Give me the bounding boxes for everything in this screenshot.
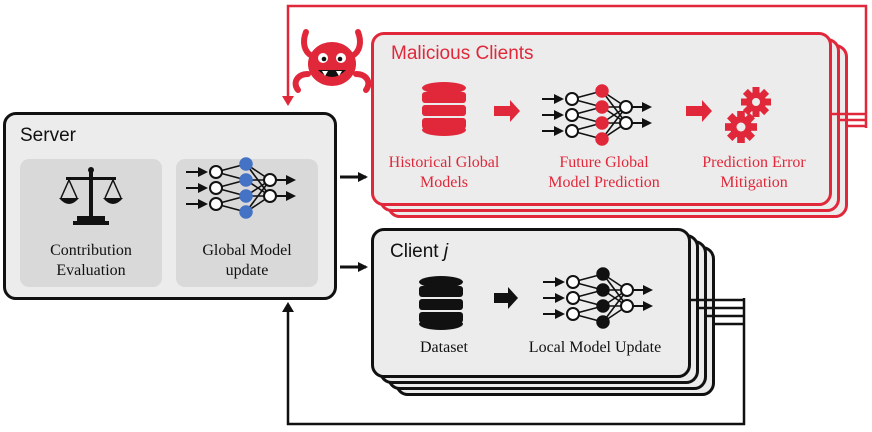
malicious-to-server-arrowhead <box>282 96 294 106</box>
malicious-clients-title: Malicious Clients <box>391 43 534 64</box>
nn-output-node <box>263 173 277 187</box>
mitigation-label-line1: Prediction Error <box>702 154 806 171</box>
client-title: Client j <box>390 241 448 263</box>
nn-hidden-node <box>596 315 610 329</box>
local-update-label: Local Model Update <box>528 339 662 356</box>
nn-hidden-node <box>239 157 253 171</box>
malicious-feedback-connector <box>286 4 868 128</box>
client-neural-network-icon <box>543 267 653 329</box>
gears-icon <box>725 87 771 143</box>
red-arrow-1 <box>494 100 520 122</box>
contribution-label-line2: Evaluation <box>56 262 126 279</box>
future-label-line1: Future Global <box>559 154 649 171</box>
global-update-label-line2: update <box>225 262 269 279</box>
nn-output-node <box>620 299 634 313</box>
server-title: Server <box>20 125 76 146</box>
future-label-line2: Model Prediction <box>548 174 660 191</box>
nn-hidden-node <box>596 267 610 281</box>
client-to-server-arrowhead <box>282 302 294 312</box>
historical-label: Historical Global Models <box>378 153 510 193</box>
future-label: Future Global Model Prediction <box>530 153 678 193</box>
devil-icon <box>292 29 372 93</box>
nn-input-node <box>566 275 580 289</box>
black-database-icon <box>419 276 463 330</box>
nn-input-node <box>565 108 579 122</box>
nn-input-node <box>565 92 579 106</box>
nn-input-node <box>209 197 223 211</box>
nn-input-node <box>565 124 579 138</box>
nn-hidden-node <box>596 283 610 297</box>
nn-hidden-node <box>239 205 253 219</box>
global-update-label: Global Model update <box>176 241 318 281</box>
dataset-label: Dataset <box>420 339 468 356</box>
client-title-index: j <box>443 241 449 262</box>
nn-hidden-node <box>595 132 609 146</box>
black-arrow <box>494 287 518 309</box>
nn-hidden-node <box>596 299 610 313</box>
nn-input-node <box>209 181 223 195</box>
nn-output-node <box>619 100 633 114</box>
nn-input-node <box>566 307 580 321</box>
server-neural-network-icon <box>186 157 296 219</box>
balance-scale-icon <box>59 167 123 225</box>
mitigation-label-line2: Mitigation <box>720 174 788 191</box>
nn-hidden-node <box>595 100 609 114</box>
historical-label-line2: Models <box>420 174 468 191</box>
malicious-neural-network-icon <box>542 84 652 146</box>
contribution-label: Contribution Evaluation <box>20 241 162 281</box>
nn-hidden-node <box>595 84 609 98</box>
nn-hidden-node <box>239 189 253 203</box>
client-title-prefix: Client <box>390 241 444 262</box>
nn-hidden-node <box>239 173 253 187</box>
nn-input-node <box>566 291 580 305</box>
nn-output-node <box>619 116 633 130</box>
server-card: Server Contribution Evaluation Global Mo… <box>3 112 337 300</box>
client-feedback-connector <box>286 298 746 426</box>
nn-hidden-node <box>595 116 609 130</box>
nn-output-node <box>620 283 634 297</box>
mitigation-label: Prediction Error Mitigation <box>680 153 828 193</box>
global-update-label-line1: Global Model <box>202 242 292 259</box>
red-arrow-2 <box>686 100 712 122</box>
contribution-label-line1: Contribution <box>50 242 132 259</box>
nn-input-node <box>209 165 223 179</box>
red-database-icon <box>422 82 466 136</box>
historical-label-line1: Historical Global <box>388 154 500 171</box>
nn-output-node <box>263 189 277 203</box>
